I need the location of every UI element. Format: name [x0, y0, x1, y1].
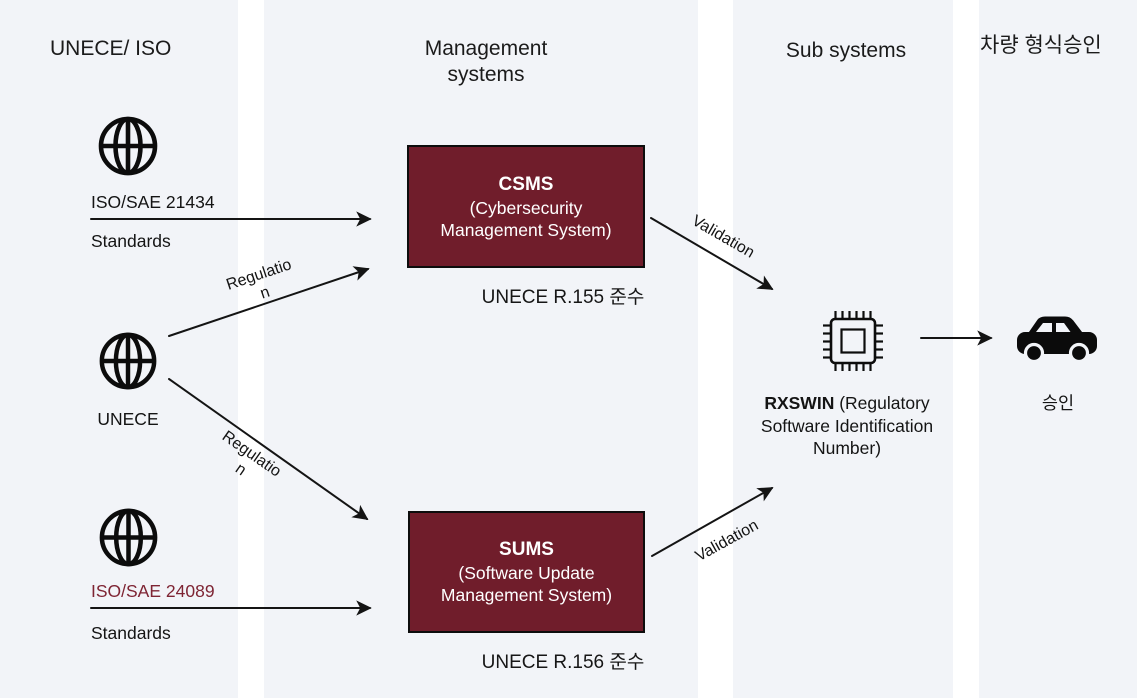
- column-header-sub-systems: Sub systems: [785, 39, 907, 62]
- globe-icon: [99, 508, 158, 567]
- sums-title: SUMS: [499, 539, 554, 560]
- arrow-csms-to-rxswin: [650, 217, 774, 290]
- rxswin-line2: Software Identification: [760, 415, 934, 436]
- chip-icon: [823, 311, 883, 371]
- csms-box: CSMS (Cybersecurity Management System): [407, 145, 645, 268]
- csms-caption: UNECE R.155 준수: [481, 287, 645, 308]
- sums-subtitle-line1: (Software Update: [458, 563, 595, 583]
- column-header-management-systems: Management systems: [424, 37, 548, 86]
- column-bg-sub-systems: [733, 0, 953, 698]
- approval-label: 승인: [1041, 393, 1075, 413]
- rxswin-line3: Number): [812, 438, 882, 458]
- unece-label: UNECE: [97, 409, 159, 429]
- arrow-unece-to-sums: [168, 378, 369, 521]
- column-header-unece-iso: UNECE/ ISO: [50, 37, 172, 60]
- arrow-sums-to-rxswin: [651, 487, 774, 557]
- rxswin-line1: RXSWIN (Regulatory: [731, 392, 963, 415]
- globe-icon: [99, 332, 157, 390]
- iso21434-label: ISO/SAE 21434: [91, 192, 215, 212]
- car-icon: [1017, 316, 1097, 364]
- sums-subtitle-line2: Management System): [440, 585, 613, 605]
- csms-title: CSMS: [498, 173, 554, 195]
- rxswin-title: RXSWIN: [764, 393, 835, 413]
- arrow-unece-to-csms: [168, 266, 370, 337]
- sums-box: SUMS (Software Update Management System): [408, 511, 645, 633]
- csms-subtitle-line1: (Cybersecurity: [469, 197, 583, 218]
- standards-label-top: Standards: [91, 231, 171, 251]
- sums-caption: UNECE R.156 준수: [481, 652, 645, 673]
- csms-subtitle-line2: Management System): [440, 219, 612, 240]
- rxswin-title-rest: (Regulatory: [834, 393, 930, 413]
- column-header-vehicle-type-approval: 차량 형식승인: [980, 34, 1102, 57]
- standards-label-bottom: Standards: [91, 623, 171, 643]
- iso24089-label: ISO/SAE 24089: [91, 581, 215, 601]
- rxswin-label: RXSWIN (Regulatory Software Identificati…: [731, 392, 963, 460]
- globe-icon: [98, 116, 158, 176]
